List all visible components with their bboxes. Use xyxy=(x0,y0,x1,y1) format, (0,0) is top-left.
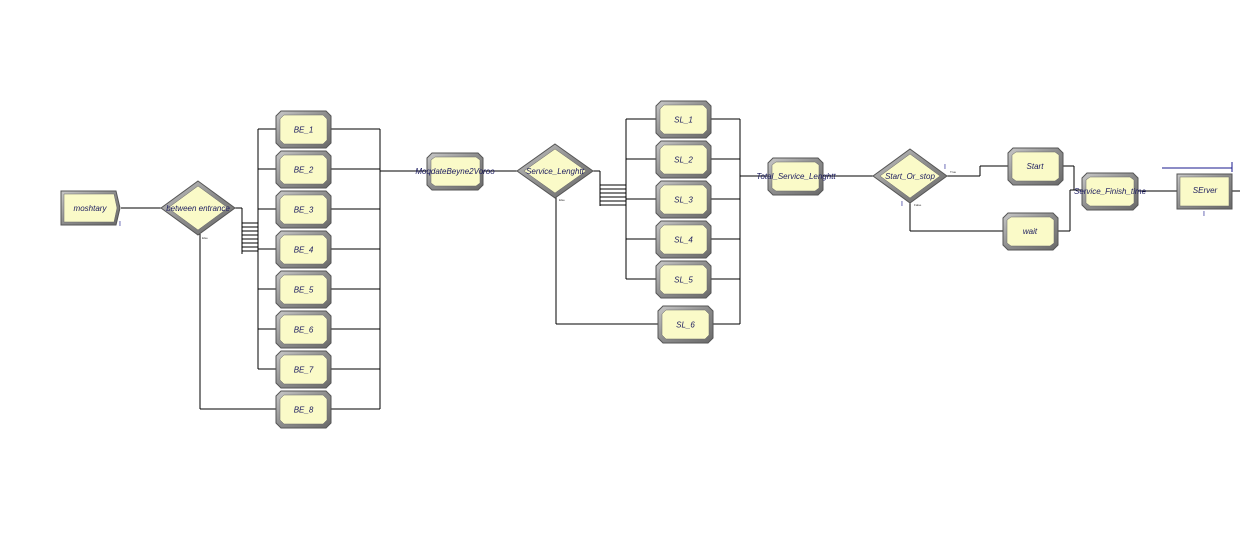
process-sl-3[interactable]: SL_3 xyxy=(655,180,712,219)
process-be-1[interactable]: BE_1 xyxy=(275,110,332,149)
sl-modules: SL_1SL_2SL_3SL_4SL_5SL_6 xyxy=(655,100,714,344)
process-be-3-label: BE_3 xyxy=(294,206,314,215)
assign-total-service[interactable] xyxy=(767,157,824,196)
assign-service-finish[interactable] xyxy=(1081,172,1139,211)
connectors xyxy=(121,118,1240,410)
decide-between-entrance-else: Else xyxy=(202,236,208,240)
process-be-6-label: BE_6 xyxy=(294,326,314,335)
process-sl-2[interactable]: SL_2 xyxy=(655,140,712,179)
process-server-label: SErver xyxy=(1193,186,1218,195)
decide-service-lenghtt-else: Else xyxy=(559,198,565,202)
process-server[interactable]: SErver xyxy=(1176,173,1233,210)
decide-start-marker-bottom: I xyxy=(901,201,903,208)
be-modules: BE_1BE_2BE_3BE_4BE_5BE_6BE_7BE_8 xyxy=(275,110,332,429)
decide-between-entrance-label: between entrance xyxy=(166,204,230,213)
process-be-5-label: BE_5 xyxy=(294,286,314,295)
decide-start-false: False xyxy=(914,203,922,207)
process-be-8[interactable]: BE_8 xyxy=(275,390,332,429)
assign-moqdate-label: MoqdateBeyne2Voroo xyxy=(415,167,495,176)
assign-service-finish-label: Service_Finish_time xyxy=(1074,187,1147,196)
assign-moqdate[interactable] xyxy=(426,152,484,191)
process-be-7-label: BE_7 xyxy=(294,366,314,375)
process-be-1-label: BE_1 xyxy=(294,126,314,135)
process-sl-2-label: SL_2 xyxy=(674,156,693,165)
process-be-2[interactable]: BE_2 xyxy=(275,150,332,189)
decide-service-lenghtt[interactable]: Service_Lenghtt xyxy=(516,143,594,199)
decide-start-marker-top: I xyxy=(944,164,946,171)
process-be-5[interactable]: BE_5 xyxy=(275,270,332,309)
process-sl-1[interactable]: SL_1 xyxy=(655,100,712,139)
process-be-8-label: BE_8 xyxy=(294,406,314,415)
process-sl-5[interactable]: SL_5 xyxy=(655,260,712,299)
process-sl-4[interactable]: SL_4 xyxy=(655,220,712,259)
process-sl-4-label: SL_4 xyxy=(674,236,693,245)
process-be-7[interactable]: BE_7 xyxy=(275,350,332,389)
create-moshtary-marker: I xyxy=(119,221,121,228)
process-start[interactable]: Start xyxy=(1007,147,1064,186)
process-be-3[interactable]: BE_3 xyxy=(275,190,332,229)
create-moshtary[interactable]: moshtary xyxy=(60,190,121,226)
process-sl-3-label: SL_3 xyxy=(674,196,693,205)
process-be-6[interactable]: BE_6 xyxy=(275,310,332,349)
decide-service-lenghtt-label: Service_Lenghtt xyxy=(526,167,585,176)
process-wait-label: wait xyxy=(1023,227,1038,236)
process-sl-1-label: SL_1 xyxy=(674,116,693,125)
assign-total-service-label: Total_Service_Lenghtt xyxy=(756,172,836,181)
process-wait[interactable]: wait xyxy=(1002,212,1059,251)
process-be-4[interactable]: BE_4 xyxy=(275,230,332,269)
process-be-2-label: BE_2 xyxy=(294,166,314,175)
process-sl-6-label: SL_6 xyxy=(676,321,695,330)
decide-between-entrance[interactable]: between entrance xyxy=(160,180,236,236)
decide-start-or-stop[interactable]: Start_Or_stop xyxy=(872,148,948,204)
decide-start-or-stop-label: Start_Or_stop xyxy=(885,172,935,181)
process-start-label: Start xyxy=(1027,162,1045,171)
process-sl-5-label: SL_5 xyxy=(674,276,693,285)
process-server-marker: I xyxy=(1203,211,1205,218)
create-moshtary-label: moshtary xyxy=(74,204,108,213)
process-sl-6[interactable]: SL_6 xyxy=(657,305,714,344)
process-be-4-label: BE_4 xyxy=(294,246,314,255)
decide-start-true: True xyxy=(950,170,956,174)
